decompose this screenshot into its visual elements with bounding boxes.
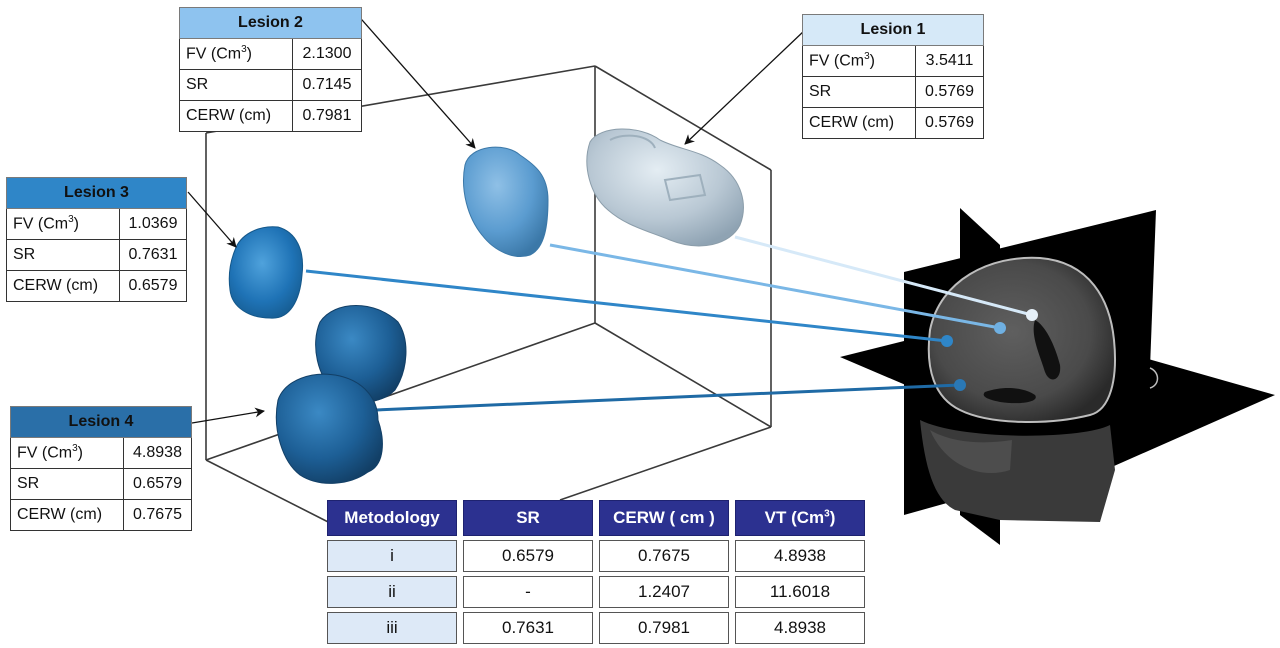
lesion-1-ridge [609, 134, 707, 202]
mri-orthogonal-slices [840, 208, 1275, 545]
sr-label: SR [10, 468, 124, 500]
lesion-4-lower-shape [275, 373, 383, 484]
sr-value: 0.6579 [123, 468, 192, 500]
arrow-lesion-3 [187, 191, 237, 248]
header-cerw: CERW ( cm ) [599, 500, 729, 536]
mri-point-lesion-2 [994, 322, 1006, 334]
fv-value: 1.0369 [119, 208, 187, 240]
cell-vt: 4.8938 [735, 612, 865, 644]
table-row: iii 0.7631 0.7981 4.8938 [327, 612, 865, 644]
fv-label: FV (Cm3) [10, 437, 124, 469]
fv-value: 4.8938 [123, 437, 192, 469]
sr-value: 0.7145 [292, 69, 362, 101]
header-sr: SR [463, 500, 593, 536]
sr-label: SR [802, 76, 916, 108]
fv-label: FV (Cm3) [802, 45, 916, 77]
table-row: ii - 1.2407 11.6018 [327, 576, 865, 608]
cerw-value: 0.6579 [119, 270, 187, 302]
cell-sr: - [463, 576, 593, 608]
lesion-2-shape [463, 146, 549, 257]
lesion-3-shape [228, 226, 304, 319]
connector-lesion-1 [734, 235, 1033, 317]
lesion-title: Lesion 3 [6, 177, 187, 209]
sr-label: SR [179, 69, 293, 101]
header-vt: VT (Cm3) [735, 500, 865, 536]
mri-point-lesion-4 [954, 379, 966, 391]
cerw-value: 0.7675 [123, 499, 192, 531]
lesion-1-shape [586, 128, 744, 247]
lesion-shapes [228, 128, 744, 484]
mri-ear-outline [1149, 367, 1159, 389]
cell-vt: 11.6018 [735, 576, 865, 608]
callout-arrows [187, 11, 806, 424]
mri-ventricle [983, 388, 1036, 404]
cerw-label: CERW (cm) [10, 499, 124, 531]
lesion-connectors [305, 235, 1038, 412]
box-edge [594, 65, 772, 171]
arrow-lesion-1 [684, 29, 806, 145]
box-edge [205, 322, 596, 461]
row-methodology: ii [327, 576, 457, 608]
cerw-value: 0.7981 [292, 100, 362, 132]
lesion-title: Lesion 4 [10, 406, 192, 438]
arrow-lesion-2 [354, 11, 476, 149]
bounding-box-3d [205, 65, 772, 529]
cell-vt: 4.8938 [735, 540, 865, 572]
lesion-title: Lesion 1 [802, 14, 984, 46]
cell-cerw: 0.7675 [599, 540, 729, 572]
cerw-label: CERW (cm) [6, 270, 120, 302]
lesion-title: Lesion 2 [179, 7, 362, 39]
connector-lesion-4 [375, 383, 961, 412]
fv-value: 2.1300 [292, 38, 362, 70]
fv-label: FV (Cm3) [6, 208, 120, 240]
box-edge [205, 459, 341, 529]
sr-value: 0.5769 [915, 76, 984, 108]
box-edge [559, 426, 772, 501]
methodology-table: Metodology SR CERW ( cm ) VT (Cm3) i 0.6… [321, 496, 871, 648]
row-methodology: i [327, 540, 457, 572]
fv-label: FV (Cm3) [179, 38, 293, 70]
arrow-lesion-4 [191, 407, 265, 424]
mri-lower-brain [930, 430, 1012, 474]
mri-point-lesion-3 [941, 335, 953, 347]
cell-sr: 0.7631 [463, 612, 593, 644]
sr-value: 0.7631 [119, 239, 187, 271]
fv-value: 3.5411 [915, 45, 984, 77]
cell-cerw: 1.2407 [599, 576, 729, 608]
cerw-label: CERW (cm) [802, 107, 916, 139]
table-row: i 0.6579 0.7675 4.8938 [327, 540, 865, 572]
sr-label: SR [6, 239, 120, 271]
connector-lesion-3 [305, 269, 948, 343]
row-methodology: iii [327, 612, 457, 644]
header-methodology: Metodology [327, 500, 457, 536]
cell-cerw: 0.7981 [599, 612, 729, 644]
methodology-header-row: Metodology SR CERW ( cm ) VT (Cm3) [327, 500, 865, 536]
mri-point-lesion-1 [1026, 309, 1038, 321]
box-edge [594, 322, 772, 428]
connector-lesion-2 [549, 243, 1001, 330]
cerw-label: CERW (cm) [179, 100, 293, 132]
mri-ventricle [1033, 320, 1061, 380]
cell-sr: 0.6579 [463, 540, 593, 572]
cerw-value: 0.5769 [915, 107, 984, 139]
